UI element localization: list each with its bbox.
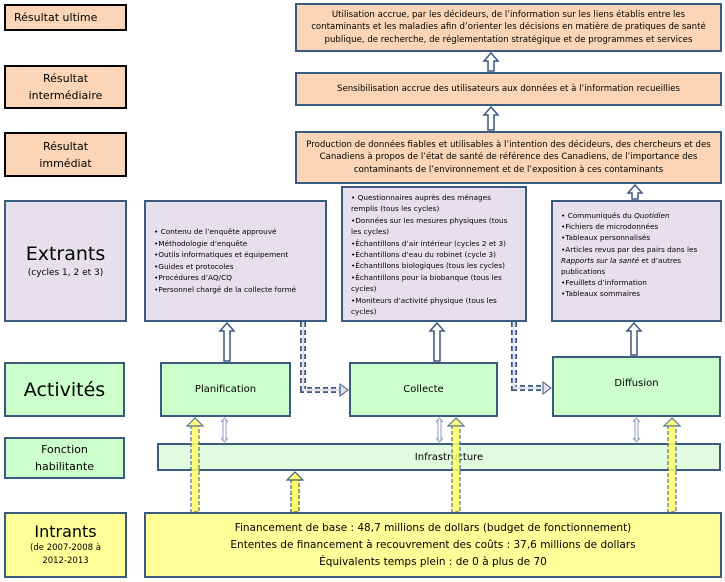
label-activities: Activités [4, 362, 125, 417]
inputs-line3: Équivalents temps plein : de 0 à plus de… [319, 555, 547, 568]
double-arrow-icon [632, 417, 641, 443]
output-item: • Contenu de l’enquête approuvé [154, 227, 277, 236]
dashed-elbow-arrow-icon [511, 322, 552, 395]
double-arrow-icon [435, 417, 444, 443]
inputs-line2: Ententes de financement à recouvrement d… [230, 538, 636, 551]
label-ultimate-outcome: Résultat ultime [4, 4, 127, 31]
output-item-text: et d’autres publications [561, 255, 682, 277]
immediate-outcome-text: Production de données fiables et utilisa… [306, 140, 711, 175]
activity-dissemination-box: Diffusion [552, 356, 721, 417]
double-arrow-icon [220, 417, 229, 443]
inputs-line1: Financement de base : 48,7 millions de d… [234, 521, 632, 534]
label-immediate-outcome: Résultat immédiat [4, 132, 127, 177]
output-item: •Échantillons pour la biobanque (tous le… [351, 272, 502, 294]
output-item: •Tableaux sommaires [561, 289, 641, 299]
label-outputs-sub: (cycles 1, 2 et 3) [27, 268, 104, 278]
output-item: •Personnel chargé de la collecte formé [154, 284, 297, 294]
label-intermediate-line2: intermédiaire [28, 89, 103, 102]
output-item: •Fichiers de microdonnées [561, 222, 659, 232]
activity-planning-box: Planification [160, 362, 291, 417]
arrow-up-icon [482, 105, 500, 131]
infrastructure-box: Infrastructure [157, 443, 721, 471]
arrow-up-icon [625, 321, 643, 356]
label-immediate-line2: immédiat [39, 156, 92, 170]
outputs-collection-box: • Questionnaires auprès des ménages remp… [341, 186, 527, 322]
output-item: • Communiqués du Quotidien [561, 210, 670, 221]
arrow-up-icon [626, 183, 644, 200]
label-inputs-sub-line1: (de 2007-2008 à [30, 543, 101, 553]
output-item: •Échantillons d’eau du robinet (cycle 3) [351, 250, 497, 260]
ultimate-outcome-box: Utilisation accrue, par les décideurs, d… [295, 3, 722, 52]
intermediate-outcome-box: Sensibilisation accrue des utilisateurs … [295, 72, 722, 106]
label-enabling-line1: Fonction [41, 443, 88, 456]
output-item: •Tableaux personnalisés [561, 233, 651, 243]
activity-collection-box: Collecte [349, 362, 498, 417]
activity-collection-text: Collecte [403, 384, 444, 395]
label-inputs-sub-line2: 2012-2013 [42, 556, 89, 566]
publication-title: Rapports sur la santé [561, 255, 640, 265]
output-item-text: • Communiqués du [561, 211, 635, 220]
yellow-arrow-up-icon [285, 471, 305, 513]
infrastructure-text: Infrastructure [414, 451, 484, 463]
output-item-text: •Articles revus par des pairs dans les [561, 244, 698, 254]
output-item: •Données sur les mesures physiques (tous… [351, 215, 508, 237]
label-enabling-function: Fonction habilitante [4, 437, 125, 479]
output-item: •Feuillets d’information [561, 278, 647, 288]
label-enabling-line2: habilitante [35, 460, 94, 473]
intermediate-outcome-text: Sensibilisation accrue des utilisateurs … [336, 83, 680, 94]
output-item: •Moniteurs d’activité physique (tous les… [351, 295, 497, 317]
label-intermediate-outcome: Résultat intermédiaire [4, 65, 127, 109]
label-outputs: Extrants (cycles 1, 2 et 3) [4, 200, 127, 322]
output-item: •Procédures d’AQ/CQ [154, 273, 232, 283]
label-intermediate-line1: Résultat [42, 72, 89, 85]
label-immediate-line1: Résultat [42, 139, 89, 153]
label-activities-text: Activités [23, 378, 106, 401]
label-ultimate-text: Résultat ultime [14, 11, 98, 24]
output-item: •Guides et protocoles [154, 261, 234, 271]
label-inputs: Intrants (de 2007-2008 à 2012-2013 [4, 512, 127, 578]
output-item: •Articles revus par des pairs dans les R… [561, 244, 714, 278]
outputs-dissemination-box: • Communiqués du Quotidien •Fichiers de … [551, 200, 722, 322]
activity-planning-text: Planification [194, 384, 257, 395]
output-item: •Outils informatiques et équipement [154, 250, 289, 260]
arrow-up-icon [428, 321, 446, 362]
inputs-box: Financement de base : 48,7 millions de d… [144, 512, 722, 578]
activity-dissemination-text: Diffusion [614, 378, 659, 389]
arrow-up-icon [218, 321, 236, 362]
output-item: •Échantillons d’air intérieur (cycles 2 … [351, 238, 506, 248]
label-outputs-title: Extrants [25, 243, 106, 265]
immediate-outcome-box: Production de données fiables et utilisa… [295, 131, 722, 184]
dashed-elbow-arrow-icon [300, 322, 349, 397]
ultimate-outcome-text: Utilisation accrue, par les décideurs, d… [311, 10, 706, 45]
output-item: • Questionnaires auprès des ménages remp… [351, 193, 491, 214]
label-inputs-title: Intrants [34, 522, 97, 541]
output-item: •Méthodologie d’enquête [154, 238, 248, 248]
publication-title: Quotidien [634, 211, 670, 220]
arrow-up-icon [482, 51, 500, 72]
output-item: •Échantillons biologiques (tous les cycl… [351, 261, 506, 271]
outputs-planning-box: • Contenu de l’enquête approuvé •Méthodo… [144, 200, 327, 322]
